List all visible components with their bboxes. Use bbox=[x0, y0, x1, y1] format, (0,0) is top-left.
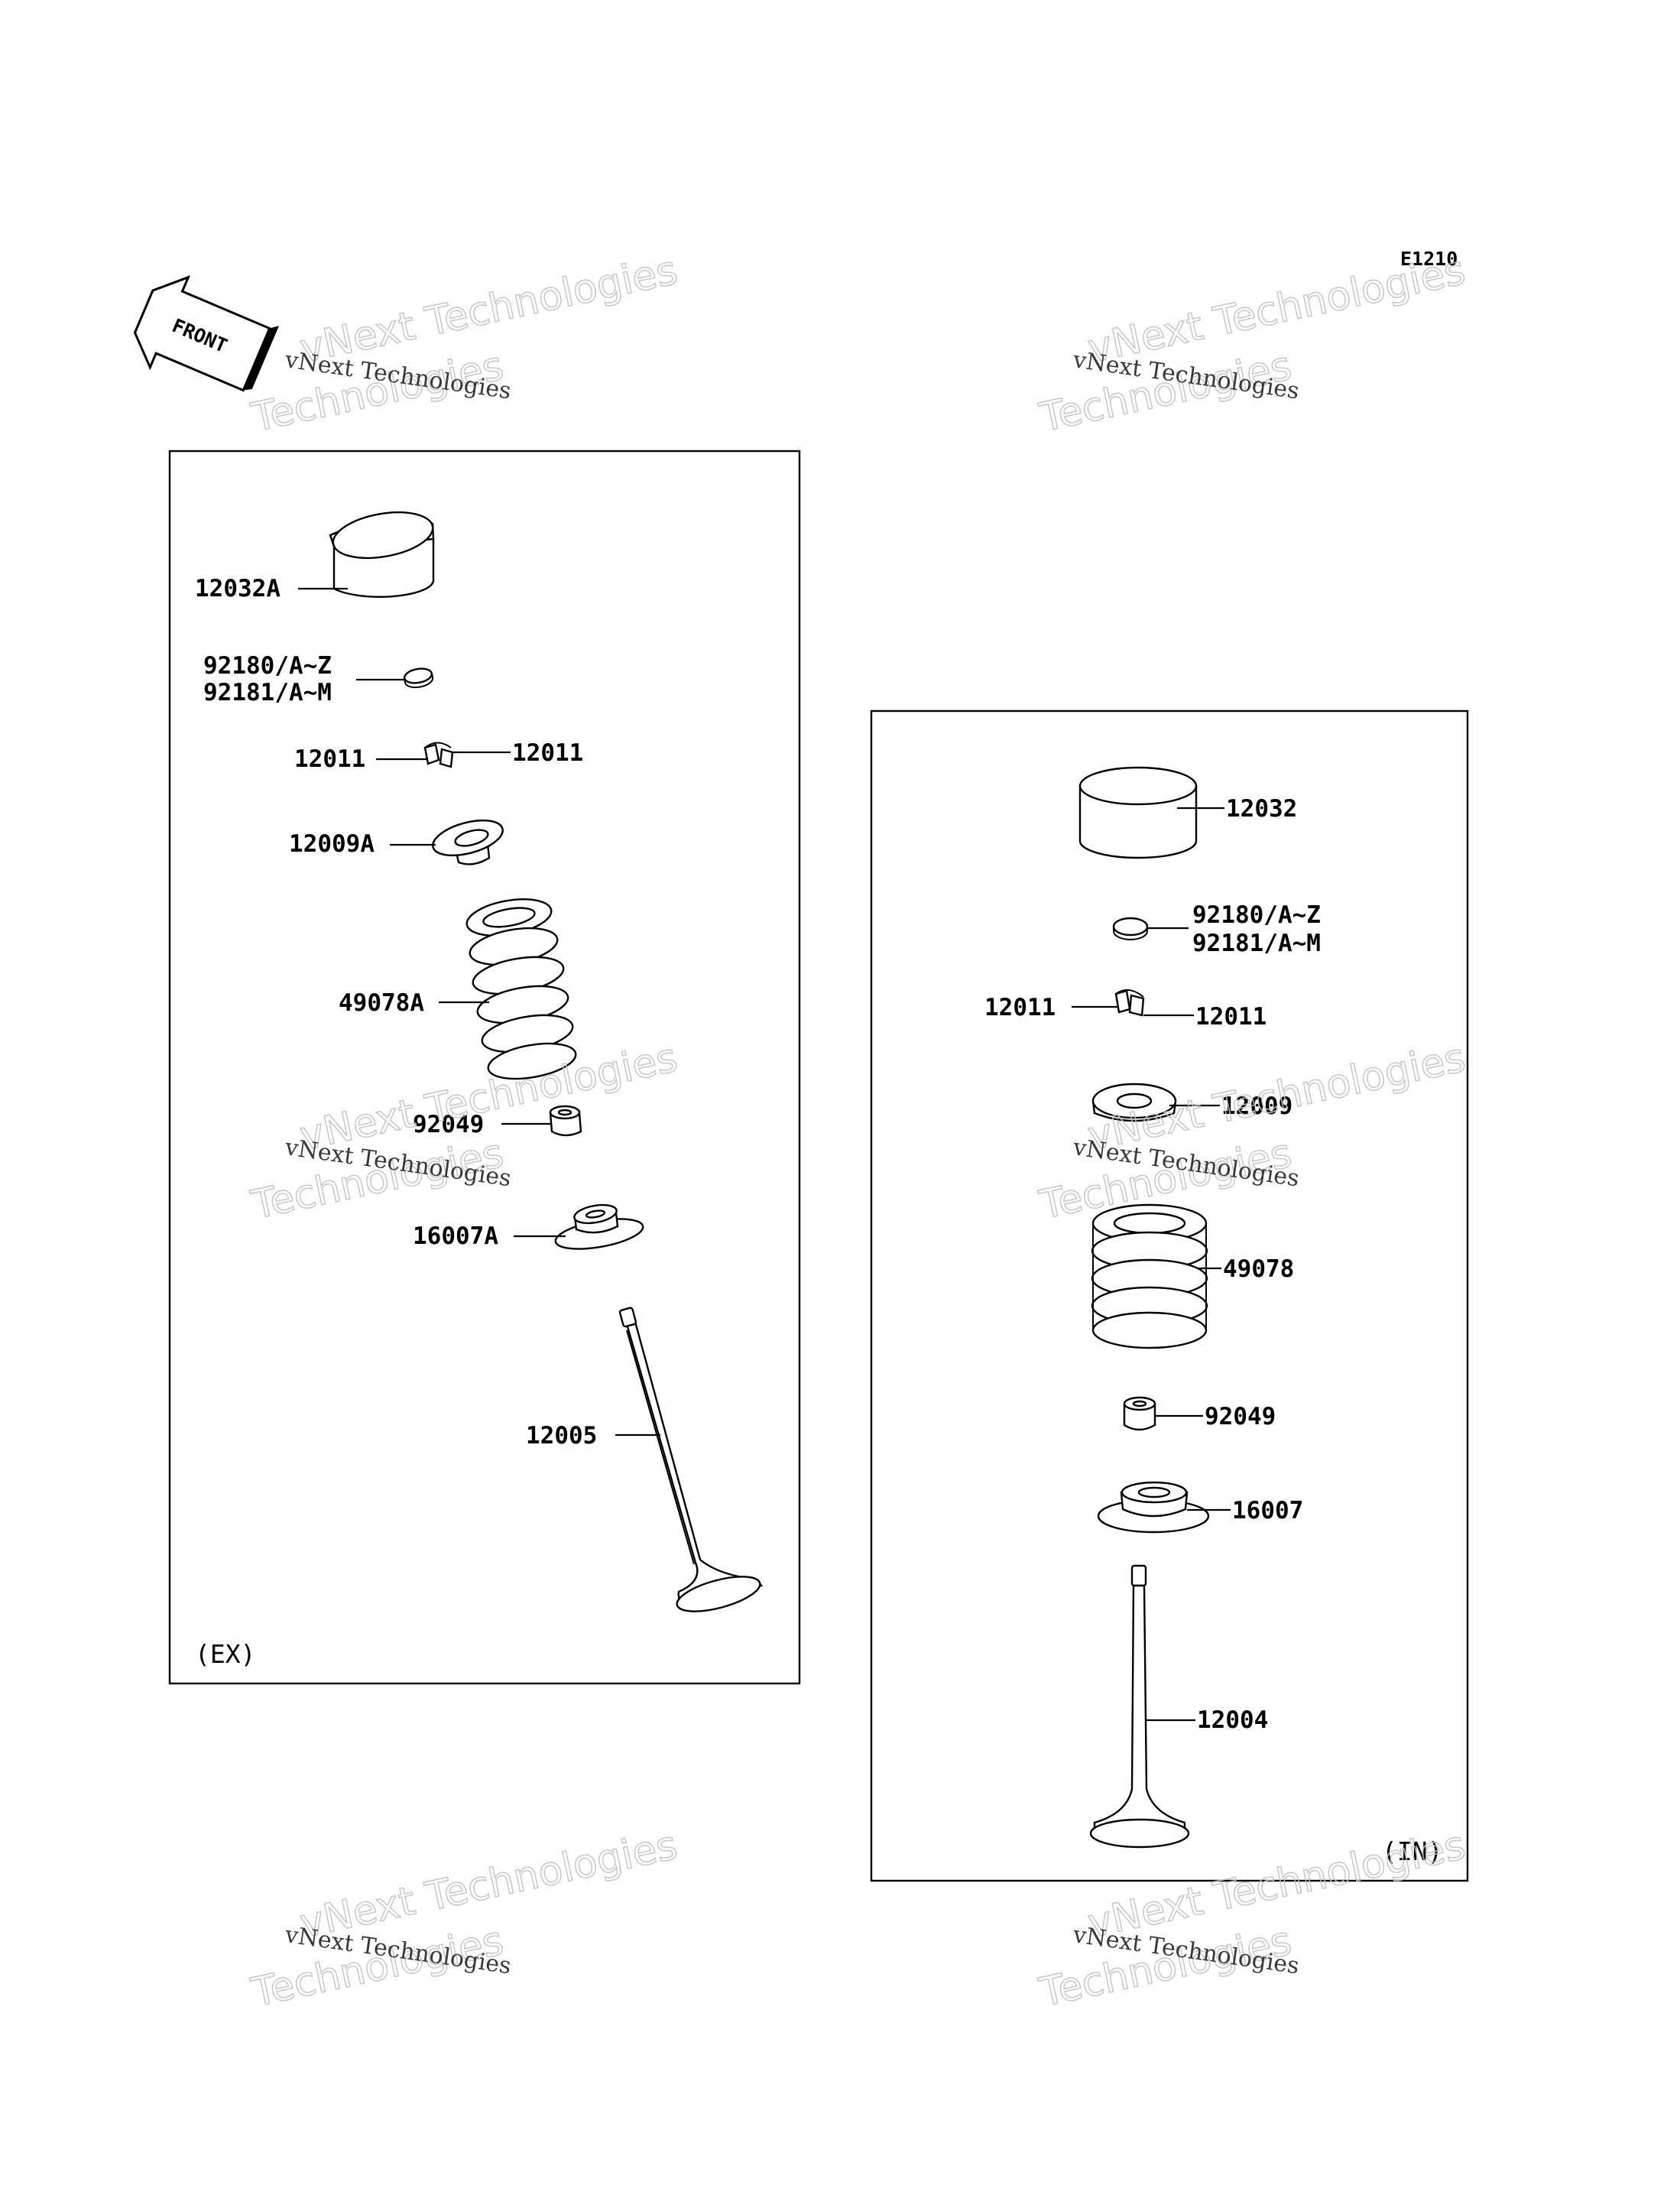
intake-frame bbox=[870, 709, 1469, 1882]
ex-spring-seat bbox=[554, 1203, 644, 1250]
ex-retainer-label: 12009A bbox=[289, 830, 375, 858]
exhaust-group: (EX) 12032A 92180/A~Z 92181/A~M 12011 12… bbox=[168, 450, 801, 1685]
ex-shim-label-b: 92181/A~M bbox=[203, 679, 332, 706]
in-seat-label: 16007 bbox=[1232, 1497, 1303, 1524]
ex-valve-label: 12005 bbox=[526, 1422, 597, 1450]
exhaust-frame bbox=[168, 450, 801, 1685]
ex-shim-label-a: 92180/A~Z bbox=[203, 652, 332, 680]
ex-spring-retainer bbox=[432, 819, 504, 865]
in-valve-stem-seal bbox=[1123, 1396, 1156, 1431]
front-arrow-icon: FRONT bbox=[133, 275, 280, 392]
ex-valve-stem-seal bbox=[549, 1105, 582, 1137]
watermark: vNext Technologies Technologies vNext Te… bbox=[247, 247, 1470, 2017]
ex-valve-spring bbox=[465, 898, 577, 1080]
intake-group: (IN) 12032 92180/A~Z 92181/A~M 12011 120… bbox=[870, 709, 1469, 1882]
in-cotter-label-left: 12011 bbox=[984, 994, 1056, 1021]
in-valve-cotter bbox=[1114, 989, 1145, 1017]
exhaust-tag: (EX) bbox=[195, 1639, 255, 1669]
diagram-code: E1210 bbox=[1400, 248, 1458, 270]
in-valve-label: 12004 bbox=[1197, 1706, 1268, 1734]
ex-lifter-label: 12032A bbox=[195, 575, 281, 602]
ex-valve bbox=[618, 1307, 764, 1612]
ex-shim bbox=[404, 667, 434, 689]
intake-tag: (IN) bbox=[1382, 1836, 1442, 1866]
ex-spring-label: 49078A bbox=[339, 989, 424, 1017]
ex-seal-label: 92049 bbox=[413, 1111, 484, 1138]
in-spring-seat bbox=[1097, 1481, 1210, 1534]
ex-cotter-label-left: 12011 bbox=[294, 745, 365, 773]
in-shim bbox=[1112, 917, 1149, 940]
ex-cotter-label-right: 12011 bbox=[512, 739, 583, 767]
in-spring-label: 49078 bbox=[1223, 1255, 1294, 1283]
ex-valve-lifter bbox=[329, 511, 435, 598]
in-valve-spring bbox=[1091, 1203, 1208, 1349]
in-retainer-label: 12009 bbox=[1221, 1093, 1292, 1120]
in-shim-label-a: 92180/A~Z bbox=[1192, 901, 1321, 929]
ex-seat-label: 16007A bbox=[413, 1222, 498, 1250]
in-valve bbox=[1089, 1564, 1190, 1849]
in-lifter-label: 12032 bbox=[1226, 795, 1297, 823]
ex-valve-cotter bbox=[423, 742, 454, 768]
in-seal-label: 92049 bbox=[1205, 1403, 1276, 1430]
in-shim-label-b: 92181/A~M bbox=[1192, 930, 1321, 957]
in-cotter-label-right: 12011 bbox=[1195, 1003, 1266, 1031]
in-spring-retainer bbox=[1091, 1083, 1177, 1122]
in-valve-lifter bbox=[1078, 766, 1198, 859]
